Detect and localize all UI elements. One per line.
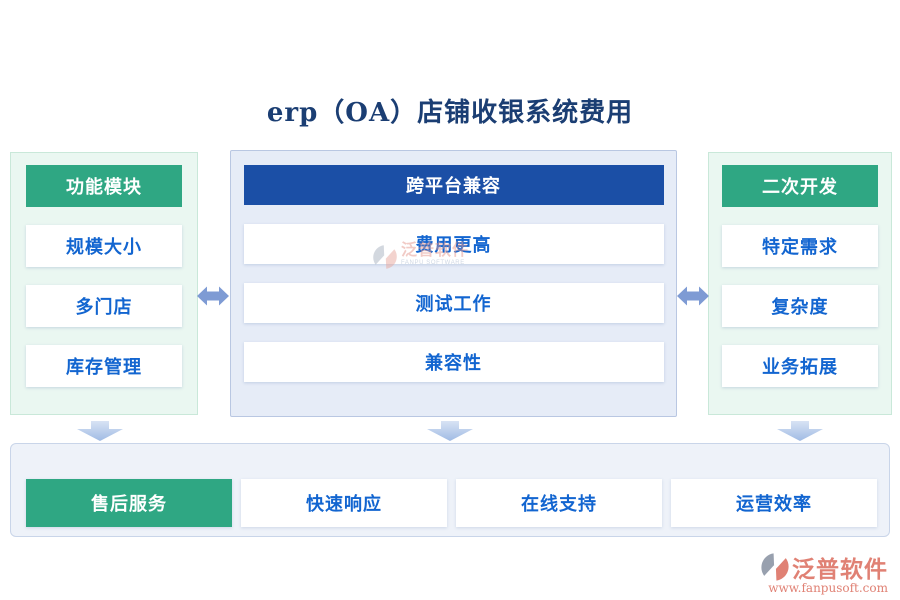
- column-header-secondary-development: 二次开发: [722, 165, 878, 207]
- list-item: 费用更高: [243, 224, 664, 264]
- list-item: 规模大小: [26, 225, 182, 267]
- list-item: 测试工作: [243, 283, 664, 323]
- down-arrow-icon: [427, 421, 473, 441]
- column-header-function-modules: 功能模块: [26, 165, 182, 207]
- column-function-modules: 功能模块 规模大小 多门店 库存管理: [10, 152, 198, 415]
- bottom-item-operational-efficiency: 运营效率: [671, 479, 877, 527]
- down-arrow-icon: [777, 421, 823, 441]
- list-item: 复杂度: [722, 285, 878, 327]
- bottom-item-fast-response: 快速响应: [241, 479, 447, 527]
- fanpu-logo-icon: [761, 553, 789, 581]
- logo-row: 泛普软件: [760, 550, 888, 584]
- logo-url: www.fanpusoft.com: [768, 581, 888, 595]
- list-item: 特定需求: [722, 225, 878, 267]
- left-right-arrow-icon: [197, 286, 229, 306]
- bottom-item-online-support: 在线支持: [456, 479, 662, 527]
- column-secondary-development: 二次开发 特定需求 复杂度 业务拓展: [708, 152, 892, 415]
- page-title: erp（OA）店铺收银系统费用: [266, 98, 634, 128]
- list-item: 业务拓展: [722, 345, 878, 387]
- bottom-item-after-sales-service: 售后服务: [26, 479, 232, 527]
- down-arrow-icon: [77, 421, 123, 441]
- bottom-bar: 售后服务 快速响应 在线支持 运营效率: [10, 443, 890, 537]
- column-header-cross-platform: 跨平台兼容: [243, 165, 664, 205]
- column-cross-platform: 跨平台兼容 费用更高 测试工作 兼容性: [230, 150, 677, 417]
- list-item: 兼容性: [243, 342, 664, 382]
- list-item: 库存管理: [26, 345, 182, 387]
- left-right-arrow-icon: [677, 286, 709, 306]
- list-item: 多门店: [26, 285, 182, 327]
- logo-name: 泛普软件: [792, 556, 888, 583]
- fanpu-logo: 泛普软件 www.fanpusoft.com: [760, 550, 888, 595]
